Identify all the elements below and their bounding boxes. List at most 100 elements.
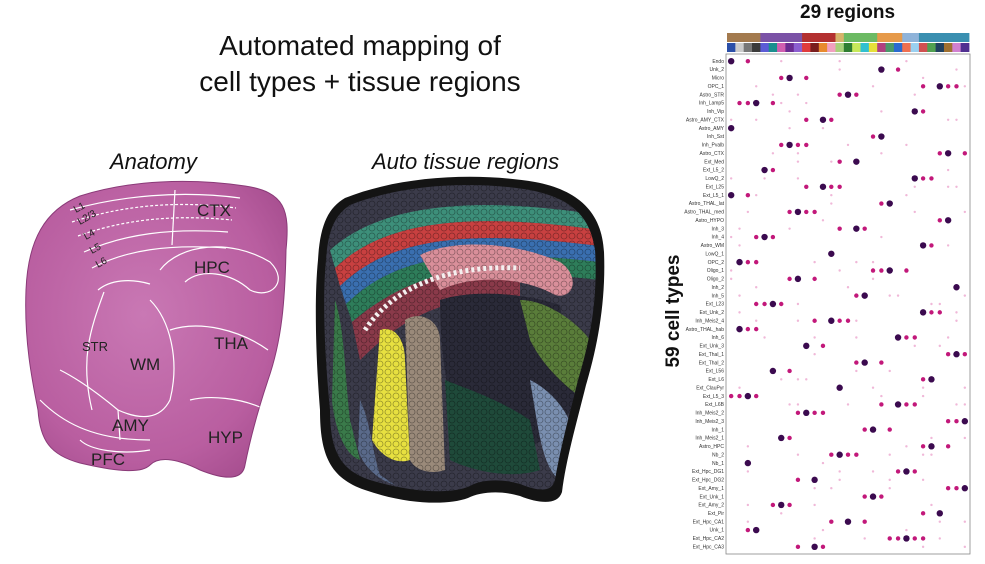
region-group-bar (743, 33, 753, 42)
dot (830, 193, 833, 197)
dot (755, 118, 758, 121)
main-title: Automated mapping of cell types + tissue… (140, 28, 580, 100)
dot (796, 378, 800, 381)
dot (779, 301, 784, 307)
dot (821, 528, 825, 532)
region-group-bar (852, 33, 861, 42)
dot (837, 318, 842, 323)
dot (855, 336, 858, 339)
row-label: Unk_1 (710, 528, 725, 534)
dot (738, 244, 741, 247)
dot (921, 453, 925, 456)
row-label: Inh_Meis2_3 (695, 419, 724, 425)
region-color-bar (735, 43, 745, 52)
dot (861, 359, 868, 366)
dot (963, 85, 967, 88)
dot (912, 469, 917, 474)
region-color-bar (910, 43, 920, 52)
row-label: Ext_L5_1 (703, 193, 724, 199)
dot (880, 110, 883, 113)
dot (813, 353, 816, 356)
dot (844, 518, 852, 525)
row-label: Inh_Meis2_4 (695, 318, 724, 324)
dot (954, 486, 959, 491)
label-str: STR (82, 339, 108, 354)
auto-region-fills (324, 185, 596, 492)
dot (754, 326, 759, 332)
dot (786, 141, 793, 149)
row-label: Ext_Hpc_DG2 (692, 478, 724, 484)
dot (888, 369, 891, 373)
dot (936, 510, 943, 517)
row-label: Ext_Thal_2 (699, 360, 725, 366)
dot (905, 445, 908, 448)
region-group-bar (727, 33, 736, 42)
dot (879, 268, 884, 273)
title-line-1: Automated mapping of (219, 30, 501, 61)
dot (812, 318, 817, 323)
dot (886, 267, 893, 274)
dot (729, 277, 733, 281)
dot (813, 260, 816, 264)
dot (936, 83, 943, 90)
region-group-bar (735, 33, 745, 42)
dot (778, 434, 785, 442)
dot (855, 319, 858, 322)
row-label: Oligo_2 (707, 277, 724, 283)
dot (813, 503, 816, 507)
dot (830, 160, 833, 163)
dot (961, 485, 969, 492)
region-group-bar (768, 33, 778, 42)
dot (729, 118, 733, 121)
dotplot-title: 29 regions (800, 2, 896, 23)
dot (813, 336, 816, 339)
label-l1: L1 (72, 200, 88, 215)
dot (853, 225, 860, 232)
dot (854, 293, 859, 298)
dot (804, 117, 809, 122)
dot (780, 512, 783, 515)
dot (912, 335, 917, 340)
dot (888, 453, 891, 456)
dot (963, 545, 967, 549)
dot (755, 319, 758, 322)
region-color-bar (885, 43, 895, 52)
dot (769, 300, 777, 308)
dot (787, 435, 792, 441)
dot (786, 74, 793, 82)
dot (930, 453, 933, 456)
dot (745, 259, 751, 265)
dot (855, 369, 858, 373)
region-color-bar (752, 43, 761, 52)
dot (945, 444, 951, 449)
dot (754, 301, 759, 307)
title-line-2: cell types + tissue regions (199, 66, 521, 97)
region-group-bar (935, 33, 945, 42)
dot (737, 393, 742, 399)
dot (905, 59, 908, 63)
dot (938, 537, 941, 540)
dot (820, 343, 826, 349)
dot (819, 116, 827, 123)
region-color-bar (960, 43, 970, 52)
dot (821, 461, 825, 465)
dot (738, 227, 741, 230)
dot (820, 410, 826, 416)
dot (803, 409, 810, 417)
dot (787, 209, 792, 215)
dot (780, 378, 783, 381)
label-wm: WM (130, 355, 160, 374)
label-pfc: PFC (91, 450, 125, 469)
region-color-bar (952, 43, 962, 52)
dot (796, 403, 800, 406)
dot (778, 501, 785, 509)
dot (903, 535, 910, 542)
dot (813, 537, 816, 540)
region-group-bar (785, 33, 795, 42)
row-label: Astro_STR (700, 92, 725, 98)
dot (845, 452, 851, 457)
dot (871, 260, 875, 264)
dot (928, 443, 935, 450)
region-color-bar (777, 43, 786, 52)
dot (919, 242, 927, 249)
